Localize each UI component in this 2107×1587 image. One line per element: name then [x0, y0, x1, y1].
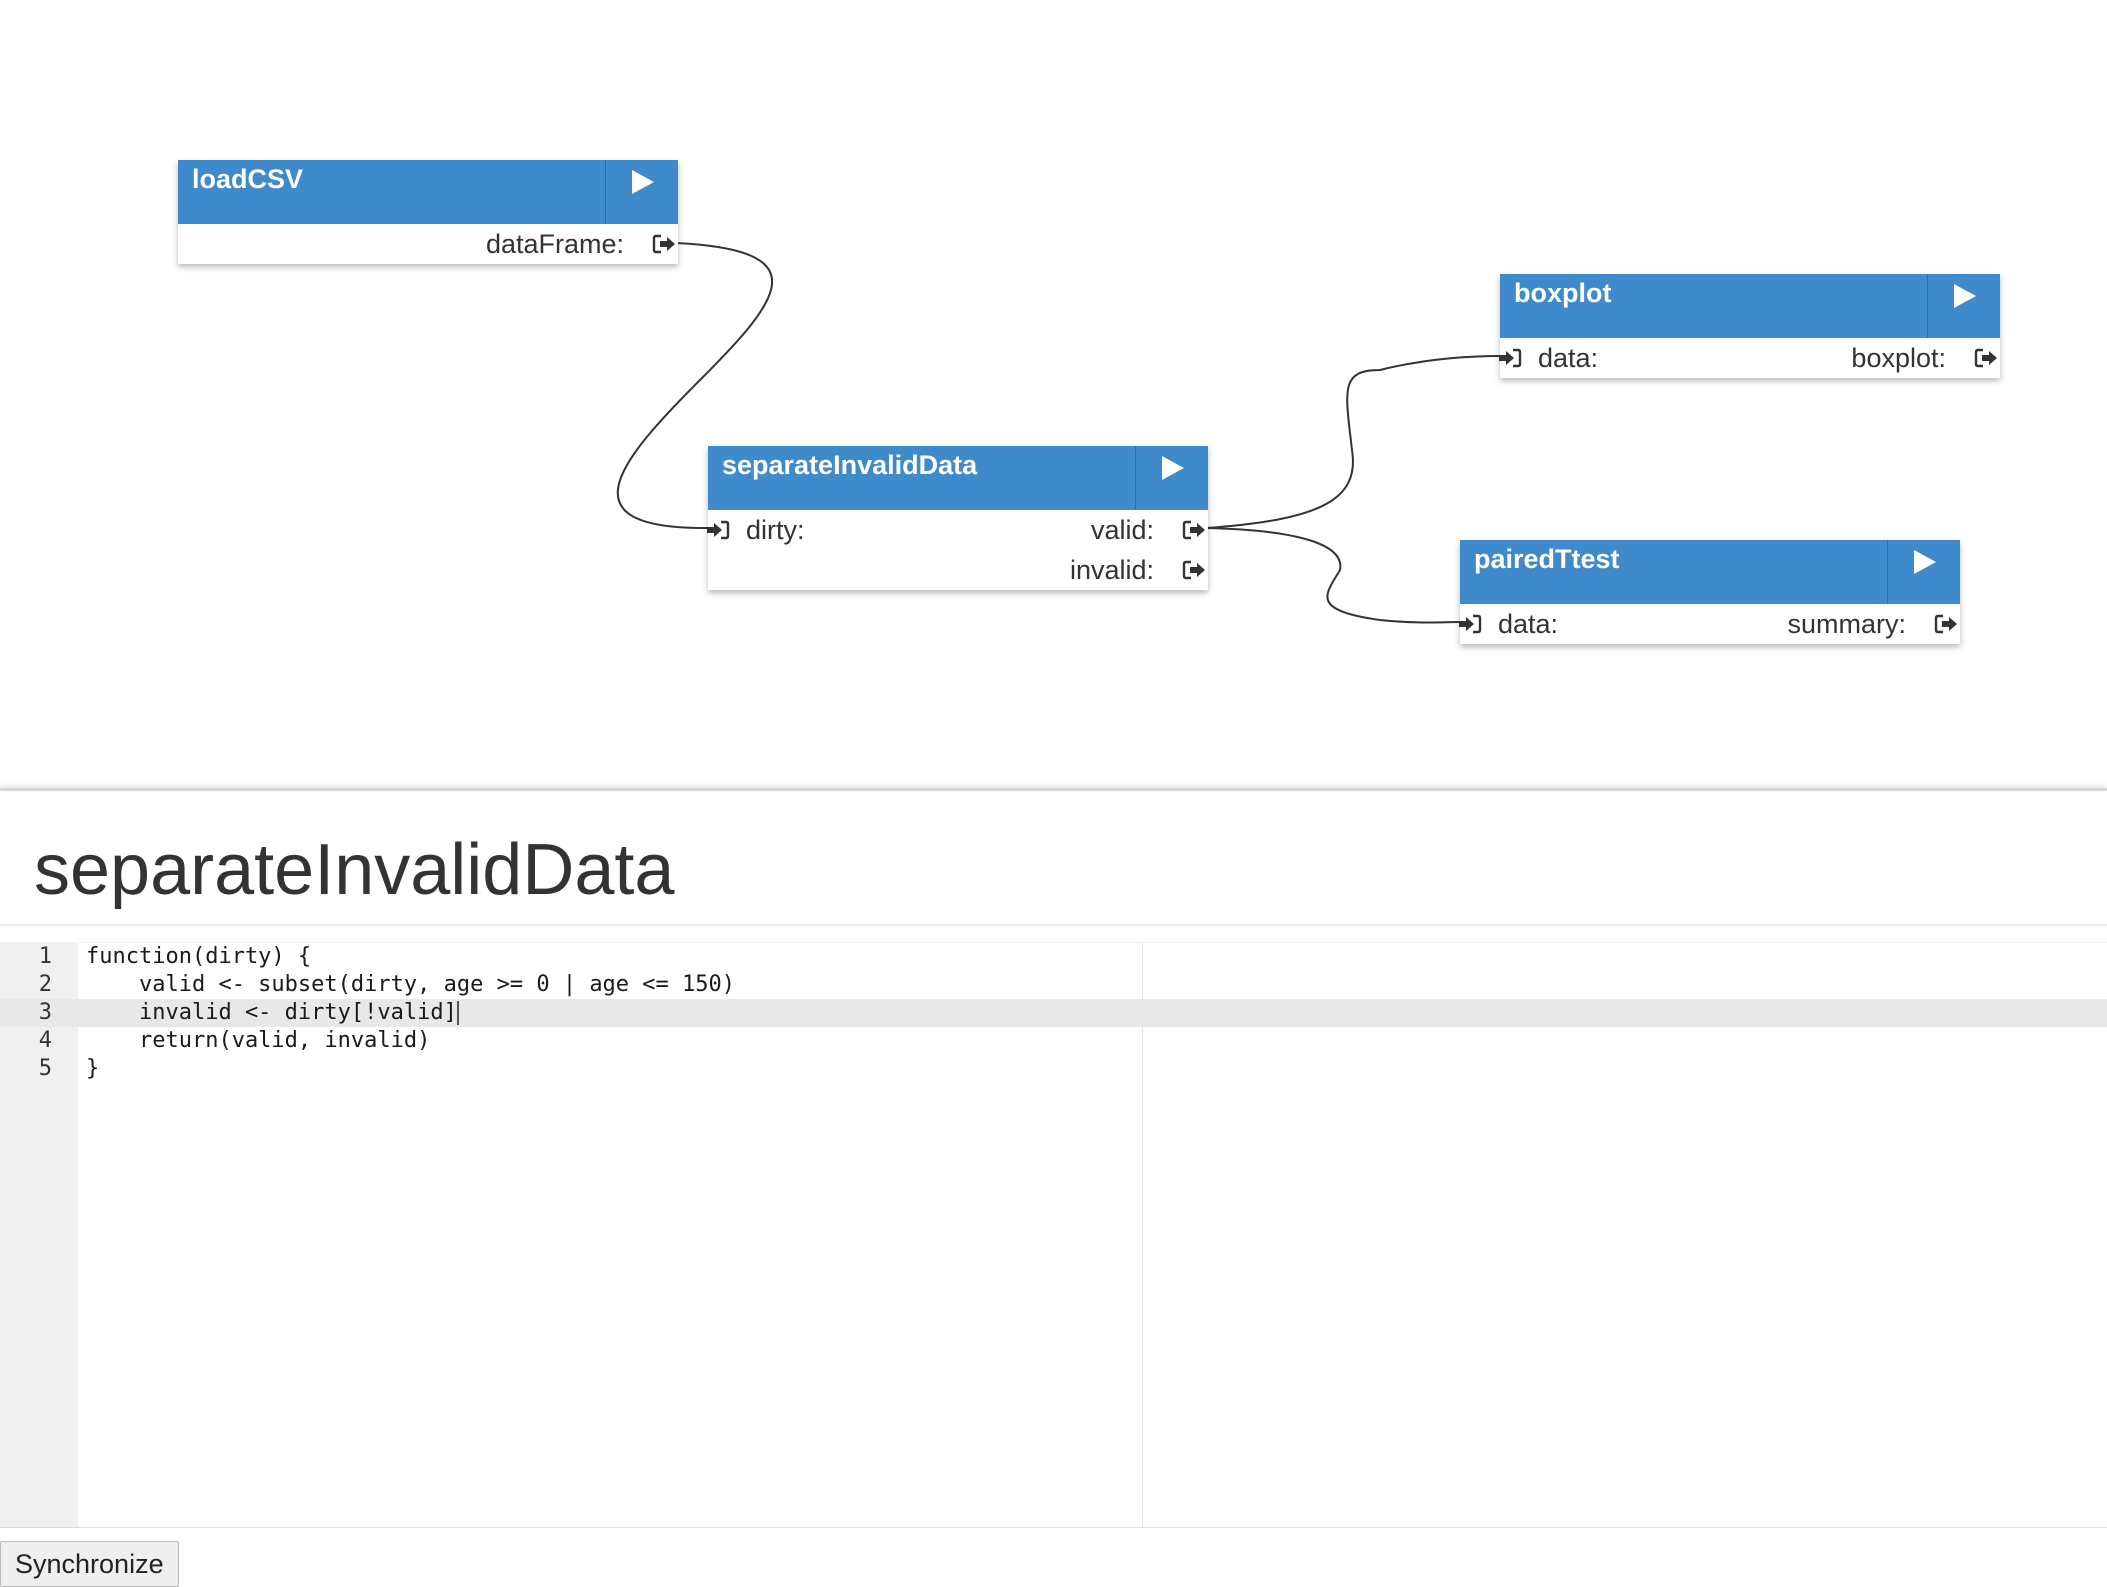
node-separate-invalid-data[interactable]: separateInvalidData dirty: valid:	[706, 446, 1208, 590]
editor-title: separateInvalidData	[34, 830, 675, 910]
port-label: data:	[1538, 343, 1599, 373]
output-port-invalid[interactable]: invalid:	[1008, 550, 1208, 590]
output-port-summary[interactable]: summary:	[1740, 604, 1960, 644]
play-icon	[1954, 284, 1976, 308]
run-button[interactable]	[1135, 446, 1208, 510]
code-line[interactable]: 4 return(valid, invalid)	[0, 1027, 2107, 1055]
output-port-dataframe[interactable]: dataFrame:	[418, 224, 678, 264]
wire-separate-to-pairedttest[interactable]	[1205, 527, 1463, 624]
node-header[interactable]: loadCSV	[178, 160, 678, 224]
code-line[interactable]: 5 }	[0, 1055, 2107, 1083]
node-loadcsv[interactable]: loadCSV dataFrame:	[178, 160, 678, 264]
line-number: 4	[38, 1028, 52, 1053]
port-label: invalid:	[1069, 555, 1154, 585]
node-header[interactable]: separateInvalidData	[708, 446, 1208, 510]
play-icon	[1914, 550, 1936, 574]
line-text[interactable]: }	[86, 1056, 100, 1081]
panel-splitter[interactable]	[0, 788, 2107, 791]
synchronize-button[interactable]: Synchronize	[0, 1541, 179, 1587]
sign-in-icon[interactable]	[1458, 614, 1482, 634]
line-number: 1	[38, 944, 52, 969]
input-port-dirty[interactable]: dirty:	[706, 510, 908, 550]
play-icon	[632, 170, 654, 194]
wires-layer	[617, 242, 1503, 624]
print-margin	[1142, 943, 1143, 1527]
code-line[interactable]: 1 function(dirty) {	[0, 943, 2107, 971]
port-label: boxplot:	[1851, 343, 1946, 373]
run-button[interactable]	[605, 160, 678, 224]
sign-out-icon[interactable]	[1182, 520, 1206, 540]
input-port-data[interactable]: data:	[1498, 338, 1700, 378]
port-row: dataFrame:	[178, 224, 678, 264]
port-label: data:	[1498, 609, 1559, 639]
line-text[interactable]: invalid <- dirty[!valid]	[86, 1000, 457, 1025]
text-cursor	[457, 1001, 459, 1025]
line-number: 2	[38, 972, 52, 997]
port-row: data: boxplot:	[1498, 338, 2000, 378]
node-header[interactable]: pairedTtest	[1460, 540, 1960, 604]
run-button[interactable]	[1887, 540, 1960, 604]
play-icon	[1162, 456, 1184, 480]
sign-out-icon[interactable]	[1934, 614, 1958, 634]
node-title: boxplot	[1514, 278, 1612, 308]
node-paired-ttest[interactable]: pairedTtest data: summary:	[1458, 540, 1960, 644]
node-title: separateInvalidData	[722, 450, 978, 480]
code-line-active[interactable]: 3 invalid <- dirty[!valid]	[0, 999, 2107, 1027]
sign-out-icon[interactable]	[1182, 560, 1206, 580]
code-editor[interactable]: 1 function(dirty) { 2 valid <- subset(di…	[0, 942, 2107, 1528]
input-port-data[interactable]: data:	[1458, 604, 1660, 644]
port-row: data: summary:	[1458, 604, 1960, 644]
node-header[interactable]: boxplot	[1500, 274, 2000, 338]
line-text[interactable]: function(dirty) {	[86, 944, 312, 969]
line-text[interactable]: valid <- subset(dirty, age >= 0 | age <=…	[86, 972, 736, 997]
line-text[interactable]: return(valid, invalid)	[86, 1028, 431, 1053]
line-number-gutter	[0, 943, 78, 1527]
flow-canvas[interactable]: loadCSV dataFrame: separateInvalidData	[0, 0, 2107, 788]
run-button[interactable]	[1927, 274, 2000, 338]
port-row: dirty: valid:	[706, 510, 1208, 550]
sign-in-icon[interactable]	[706, 520, 730, 540]
node-boxplot[interactable]: boxplot data: boxplot:	[1498, 274, 2000, 378]
port-label: dirty:	[746, 515, 805, 545]
port-row: invalid:	[708, 550, 1208, 590]
code-lines[interactable]: 1 function(dirty) { 2 valid <- subset(di…	[0, 943, 2107, 1083]
sign-in-icon[interactable]	[1498, 348, 1522, 368]
node-title: pairedTtest	[1474, 544, 1620, 574]
output-port-valid[interactable]: valid:	[1008, 510, 1208, 550]
port-label: valid:	[1090, 515, 1154, 545]
code-line[interactable]: 2 valid <- subset(dirty, age >= 0 | age …	[0, 971, 2107, 999]
line-number: 3	[38, 1000, 52, 1025]
port-label: summary:	[1787, 609, 1906, 639]
wire-separate-to-boxplot[interactable]	[1205, 355, 1503, 529]
port-label: dataFrame:	[485, 229, 624, 259]
divider	[0, 924, 2107, 926]
node-title: loadCSV	[192, 164, 304, 194]
sign-out-icon[interactable]	[1974, 348, 1998, 368]
output-port-boxplot[interactable]: boxplot:	[1780, 338, 2000, 378]
sign-out-icon[interactable]	[652, 234, 676, 254]
line-number: 5	[38, 1056, 52, 1081]
